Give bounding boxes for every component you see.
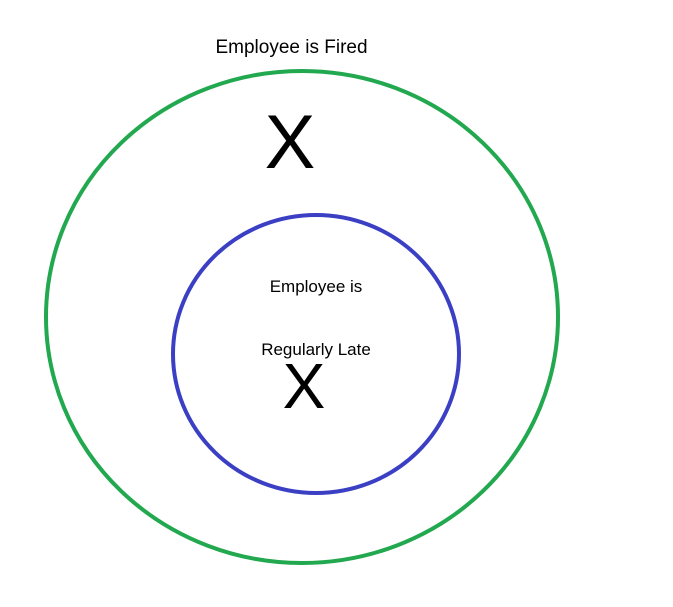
inner-set-label-line-1: Employee is [269,277,363,297]
inner-set-label-line-2: Regularly Late [261,339,371,359]
outer-only-x-marker: X [264,100,316,185]
inner-x-marker: X [282,350,326,422]
inner-set-label: Employee is Regularly Late [196,236,436,402]
outer-set-circle[interactable] [44,69,560,565]
outer-set-label: Employee is Fired [215,37,368,58]
inner-set-circle[interactable] [171,213,461,495]
